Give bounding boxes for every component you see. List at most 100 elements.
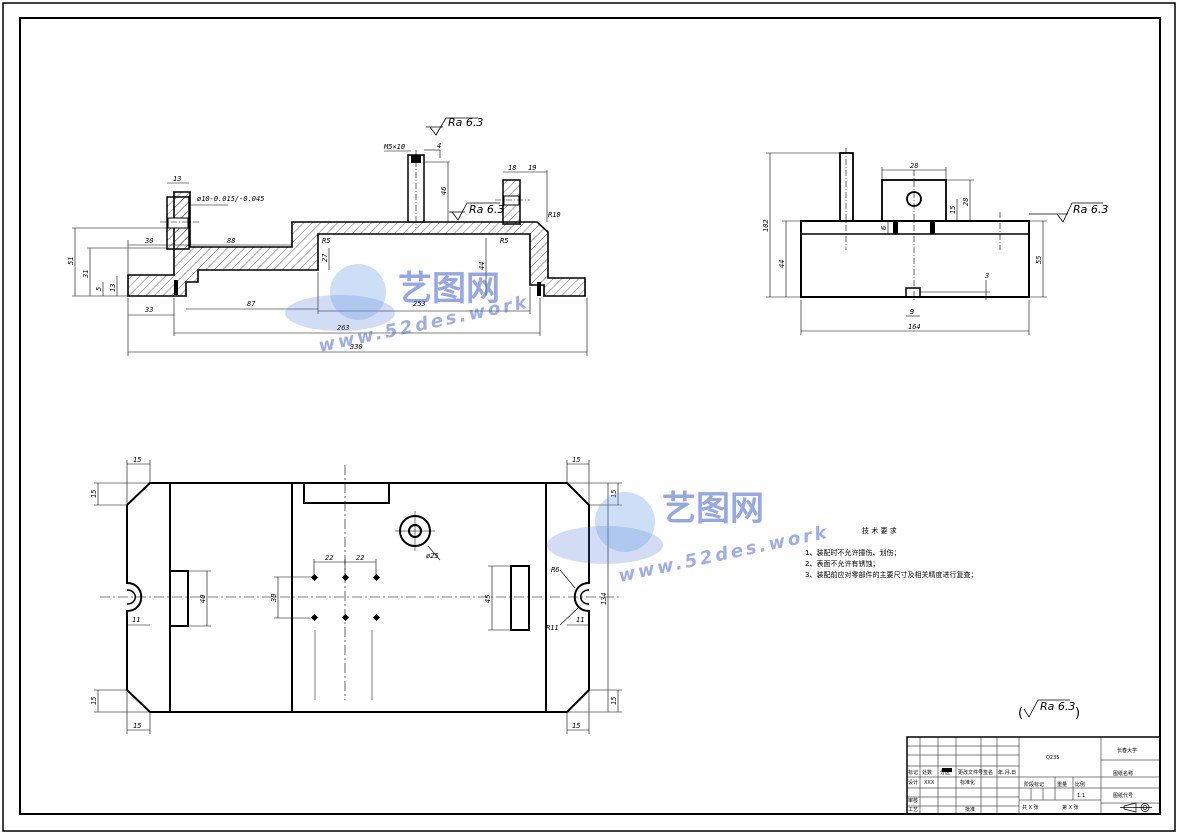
roughness-side-text: Ra 6.3 [1073,203,1108,216]
dim-134: 134 [600,592,608,605]
tb-label-standardize: 标准化 [960,779,975,786]
dim-5: 5 [95,287,103,291]
tb-sheet-no: 第 X 张 [1062,804,1079,811]
tb-drawing-code: 图纸代号 [1113,792,1133,799]
tech-req-title: 技 术 要 求 [862,526,897,535]
right-lug-bore [503,195,520,206]
plan-right-rect [510,565,530,631]
thread-callout: M5×10 [383,143,405,151]
side-body [800,220,1030,298]
section-view: 330 263 253 87 33 30 88 51 31 5 13 13 R5… [67,116,588,356]
plan-left-rect [169,570,189,627]
dim-13: 13 [173,175,181,183]
tb-label-count: 处数 [922,769,932,776]
dim-45: 45 [484,595,492,603]
dim-28-h: 28 [910,162,918,170]
watermark-2-brand: 艺图网 [662,489,764,529]
technical-requirements: 技 术 要 求 1、装配时不允许撞伤、划伤； 2、表面不允许有锈蚀； 3、装配前… [805,526,977,579]
plan-top-slot [303,482,390,504]
dim-18: 18 [508,164,516,172]
bore-callout: ø10-0.015/-0.045 [197,195,264,203]
dim-102: 102 [762,219,770,232]
dim-31: 31 [82,270,90,279]
tb-label-date: 年.月.日 [998,769,1016,776]
dim-15-lt: 15 [90,490,98,498]
dim-22-left: 22 [325,554,333,562]
dim-51: 51 [67,257,75,265]
roughness-symbol-pin [426,117,478,136]
dim-13b: 13 [109,284,117,292]
tb-label-signature: 签名 [983,769,993,776]
dim-19: 19 [528,164,536,172]
dim-15: 15 [949,206,957,214]
svg-text:): ) [1075,706,1080,721]
tb-label-review: 审核 [908,797,918,804]
tb-school: 长春大学 [1117,747,1137,754]
tb-drawing-name: 图纸名称 [1113,770,1133,777]
dim-30: 30 [144,237,153,245]
side-pin [839,152,854,222]
dim-15-rb: 15 [610,697,618,705]
dim-44: 44 [778,260,786,268]
dim-30: 30 [270,594,278,603]
tb-scale: 1:1 [1077,793,1085,799]
dim-28-v: 28 [962,198,970,206]
general-roughness: ( Ra 6.3 ) [1018,699,1080,721]
watermark-1-brand: 艺图网 [398,269,500,309]
dim-44: 44 [478,262,486,270]
section-body [127,191,586,297]
dim-263: 263 [337,324,350,332]
dim-22-right: 22 [356,554,364,562]
dim-11-right: 11 [576,616,584,624]
inner-frame [19,17,1161,815]
dim-27: 27 [321,253,329,262]
tb-design-name: XXX [924,780,935,786]
dim-9: 9 [910,308,914,316]
dim-164: 164 [908,323,921,331]
dim-55: 55 [1035,256,1043,264]
roughness-surface-text: Ra 6.3 [469,203,504,216]
dim-88: 88 [227,237,235,245]
dim-6: 6 [880,226,888,230]
tech-req-item-1: 1、装配时不允许撞伤、划伤； [805,548,900,557]
dim-15-br: 15 [572,722,580,730]
dim-15-bl: 15 [133,722,141,730]
plan-outline [126,482,590,713]
roughness-pin-text: Ra 6.3 [448,116,483,129]
tech-req-item-3: 3、装配前应对零部件的主要尺寸及相关精度进行复查； [805,570,977,579]
dim-33: 33 [144,306,153,314]
tb-label-weight: 重量 [1057,781,1067,788]
dim-87: 87 [247,300,256,308]
projection-symbol [1120,802,1152,813]
side-lug [881,179,947,222]
tb-sheets-total: 共 X 张 [1022,804,1039,811]
dim-40: 40 [199,595,207,603]
dim-4: 4 [437,142,441,150]
side-view: 102 28 28 15 6 44 55 3 9 164 Ra 6.3 [762,148,1108,335]
tb-label-design: 设计 [908,779,918,786]
dim-330: 330 [349,343,363,351]
tb-material: Q235 [1046,755,1059,761]
dim-r5-right: R5 [500,237,508,245]
dim-15-rt: 15 [610,490,618,498]
tb-label-stage: 阶段标记 [1024,781,1044,788]
svg-text:(: ( [1018,706,1023,721]
roughness-symbol-side [1029,202,1103,223]
plan-view: 15 15 15 15 15 15 15 15 22 22 ø25 40 30 … [90,456,622,734]
tb-label-change-no: 更改文件号 [958,769,983,776]
tb-label-zone: 分区 [940,769,950,776]
dim-15-tr: 15 [572,456,580,464]
dim-r11: R11 [546,624,559,632]
dim-3: 3 [984,272,989,280]
tb-label-approve: 批准 [965,806,975,813]
tech-req-item-2: 2、表面不允许有锈蚀； [805,559,879,568]
left-lug-bore [167,217,189,229]
title-block: Q235 长春大学 图纸名称 图纸代号 标记 处数 分区 更改文件号 签名 年.… [906,736,1161,815]
general-roughness-text: Ra 6.3 [1040,700,1075,713]
tb-label-scale: 比例 [1075,781,1085,788]
tb-label-process: 工艺 [908,807,918,813]
tb-label-mark: 标记 [908,769,918,776]
dim-46: 46 [440,187,448,195]
